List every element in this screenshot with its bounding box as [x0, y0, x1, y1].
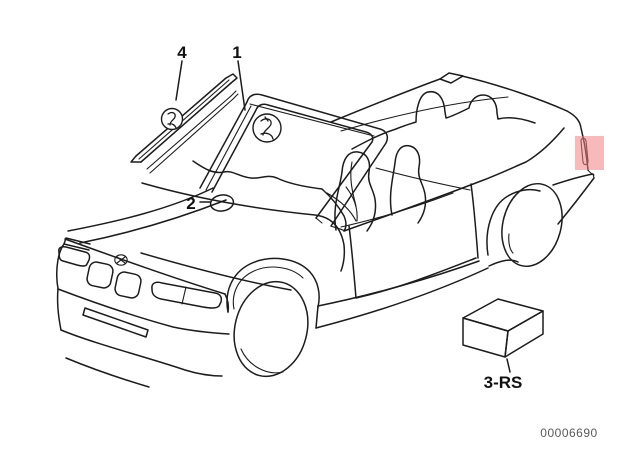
callout-label-2: 2 — [186, 194, 195, 213]
windshield-foot-far — [315, 217, 346, 232]
quarter-bottom — [488, 259, 519, 267]
rear-bumper-tip — [587, 169, 595, 179]
windshield-frame — [199, 93, 389, 232]
strip4-tip-top — [225, 73, 238, 84]
far-door-top — [375, 167, 471, 191]
strip4-edge-lower — [140, 82, 232, 163]
rear-wheel — [501, 182, 563, 268]
image-number: 00006690 — [540, 426, 597, 440]
bumper-slot — [82, 307, 149, 338]
strip4-mid-line — [138, 79, 230, 160]
front-wheel — [233, 280, 309, 378]
bmw-roundel-quarters — [116, 256, 126, 264]
box-right-face — [504, 310, 544, 358]
strip4-second-contour — [146, 90, 239, 174]
bumper-bottom — [60, 329, 223, 377]
clip-symbol-icon — [260, 116, 274, 140]
kidney-grille-left — [86, 261, 114, 289]
rear-bumper-upper — [552, 173, 594, 186]
parts-box-3rs — [462, 298, 544, 358]
right-headlight-divider — [181, 286, 187, 305]
seat-left — [334, 151, 377, 232]
bumper-left — [56, 288, 62, 331]
callout-label-3rs: 3-RS — [484, 373, 523, 392]
box-front-face — [462, 317, 509, 358]
rear-tail-highlight — [575, 136, 604, 170]
trunk-rear-edge — [461, 75, 568, 112]
hood-ellipse-2 — [209, 194, 235, 212]
rocker-lower — [315, 267, 489, 329]
door-inner-line — [340, 192, 454, 228]
callout-leaders — [175, 60, 511, 373]
strip4-tip-bottom — [130, 155, 142, 163]
callout-label-1: 1 — [232, 43, 241, 62]
deck-inner-edge — [340, 96, 509, 132]
windshield-frame-outer — [199, 93, 389, 227]
deck-top-far — [330, 78, 441, 123]
leader-line-1 — [237, 60, 246, 111]
trim-strip-4 — [130, 73, 239, 174]
bumper-lip — [65, 357, 150, 388]
hood-crease-lower — [140, 252, 292, 291]
rear-wheel-arch — [486, 188, 541, 256]
callout-label-4: 4 — [177, 43, 187, 62]
windshield-pillar-trim — [205, 105, 252, 191]
hood-shutline — [64, 238, 226, 295]
bmw-roundel-icon — [114, 254, 128, 266]
beltline — [343, 127, 565, 232]
windshield-header-trim — [249, 103, 375, 137]
hood-crease-left — [67, 187, 214, 232]
bumper-top — [57, 288, 230, 335]
clip-symbol-icon — [167, 111, 177, 129]
clip-symbol-circle — [160, 107, 184, 131]
windshield-frame-inner — [211, 103, 374, 219]
rear-bumper-lower — [557, 177, 595, 225]
right-headlight — [151, 281, 223, 309]
rear-wheel-inner — [508, 233, 514, 254]
door-rear-edge — [470, 183, 479, 259]
seat-left-inner — [350, 161, 357, 207]
kidney-grille-right — [114, 271, 142, 299]
door-front-edge — [348, 225, 357, 299]
clip-symbol-circle — [252, 113, 282, 143]
door-bottom — [355, 257, 477, 299]
callout-circle-1 — [252, 113, 282, 143]
hood-crease-left2 — [79, 199, 227, 244]
seat-right — [389, 144, 427, 224]
hood-crease-right — [141, 182, 346, 272]
rear-seat-deck-edge — [351, 90, 536, 150]
leader-line-4 — [175, 60, 183, 101]
tail-edge — [566, 110, 584, 138]
top-cover-seam — [439, 72, 464, 84]
front-wheel-arch — [226, 257, 320, 313]
front-wheel-arch-lip — [232, 266, 304, 310]
leader-line-3 — [506, 358, 511, 373]
front-wheel-inner — [240, 348, 284, 374]
box-top-face — [462, 298, 544, 332]
callout-circle-4 — [160, 107, 184, 131]
rocker-cap — [315, 305, 319, 329]
front-left-edge — [56, 243, 65, 290]
cowl-to-beltline — [321, 188, 347, 232]
